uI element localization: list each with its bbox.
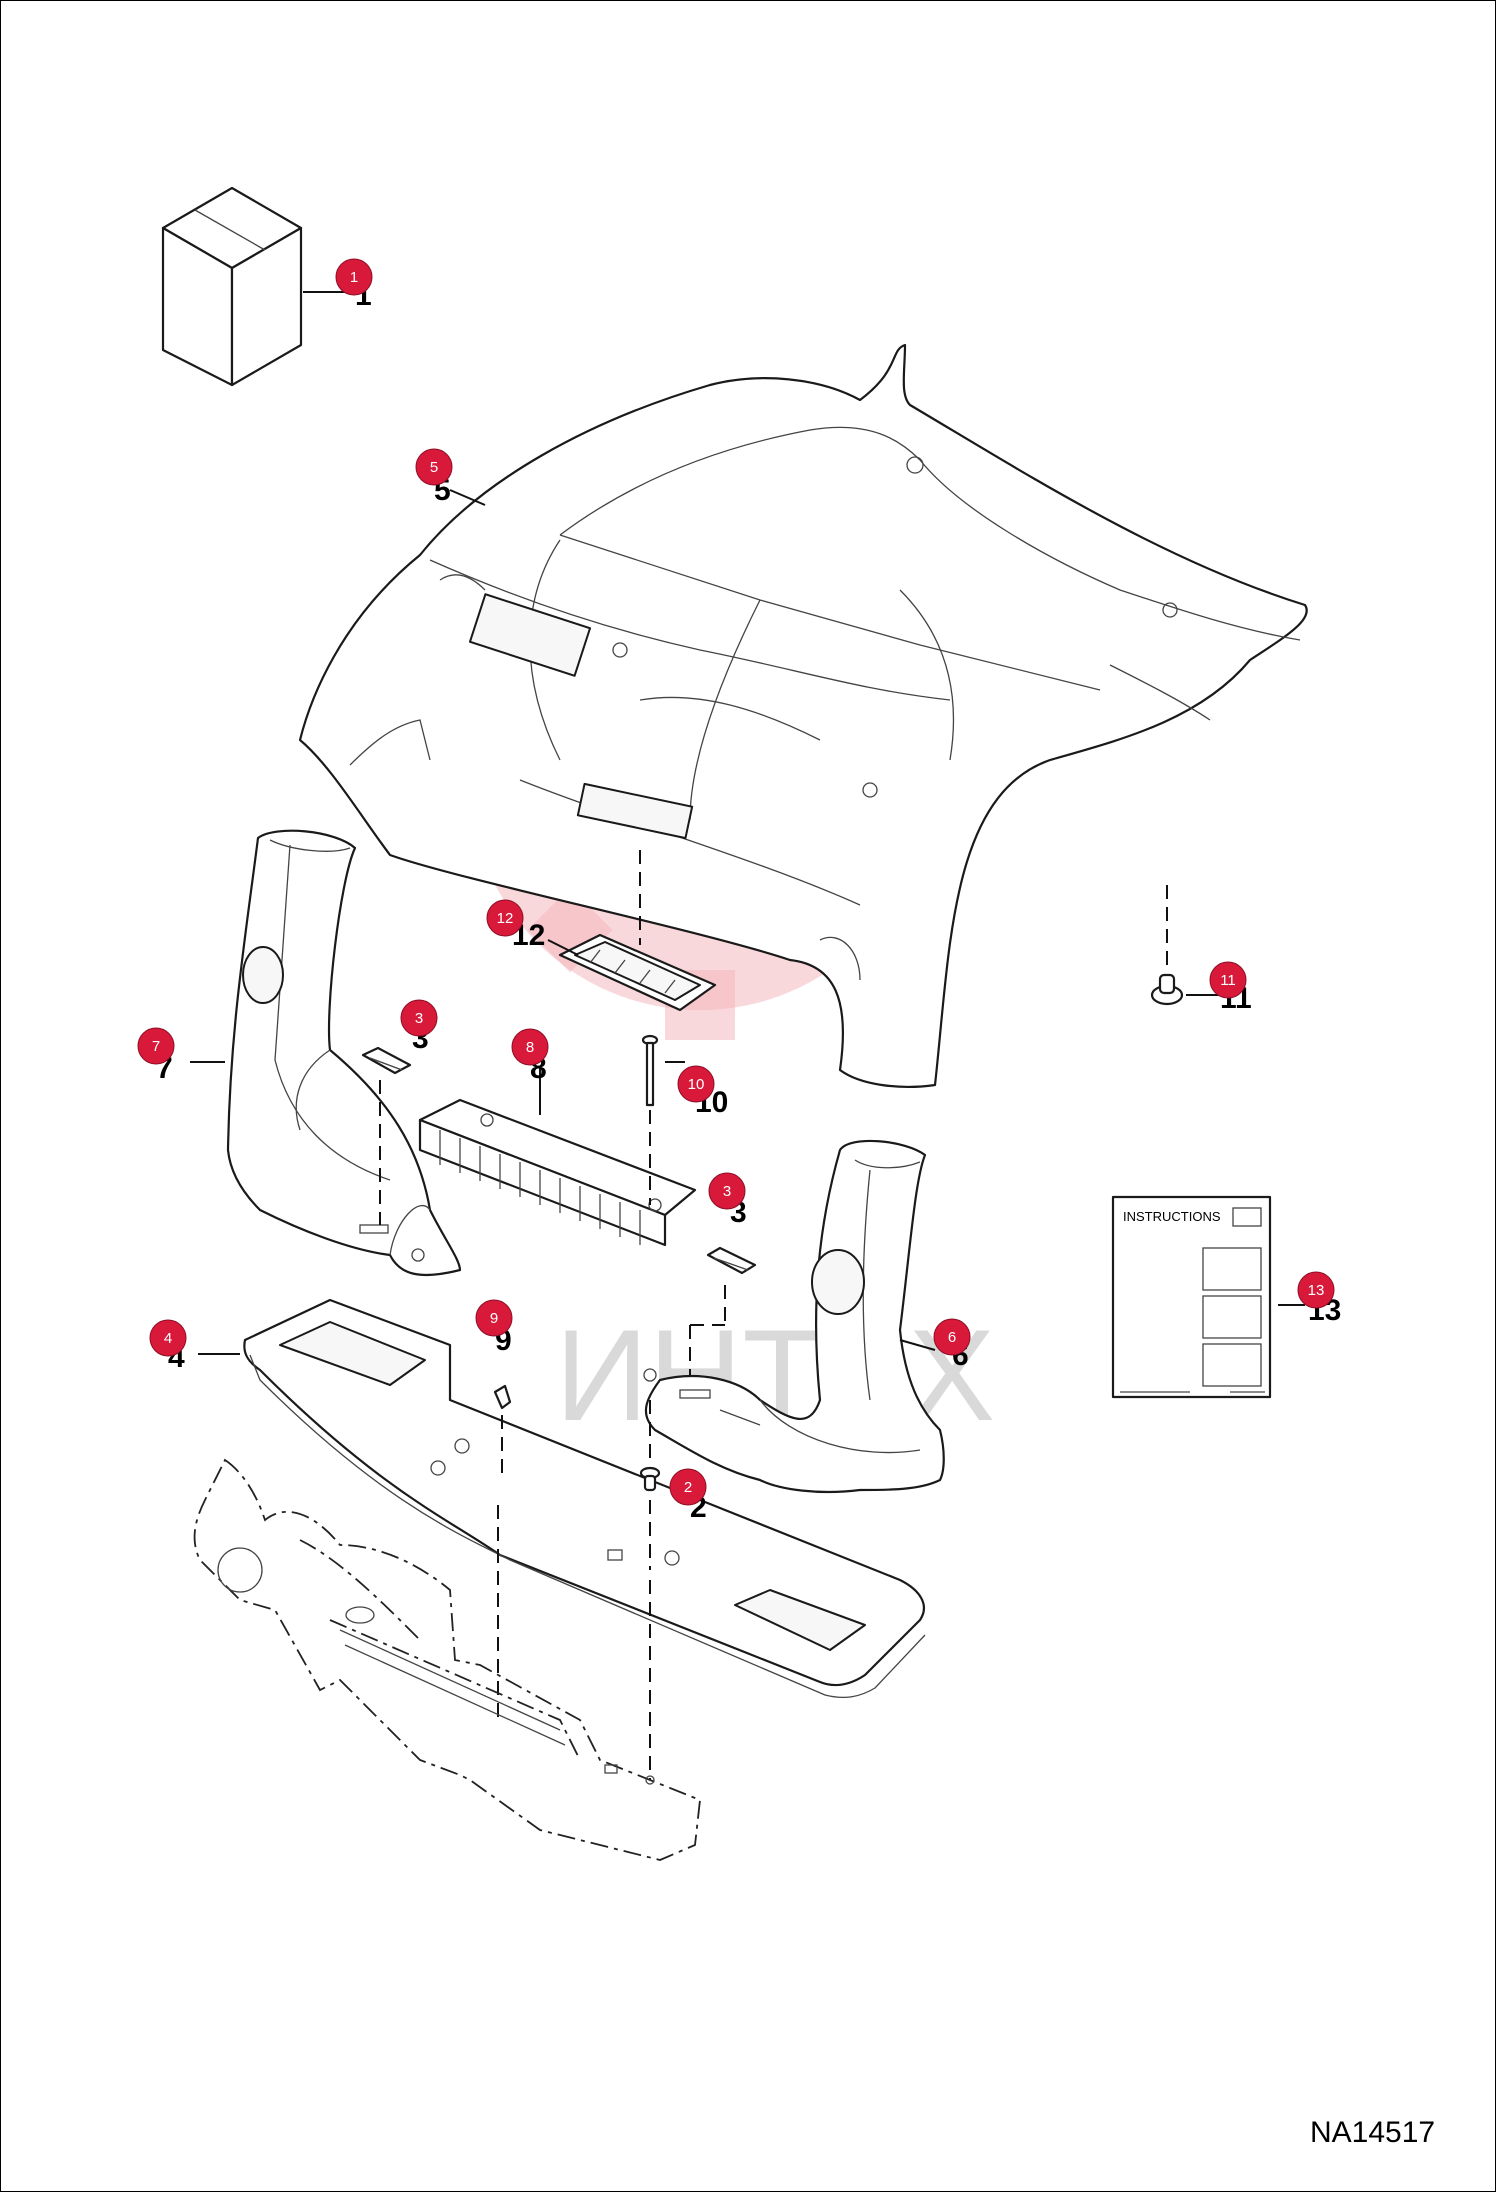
grille-panel [418, 1098, 697, 1247]
retainer-clip-upper [361, 1046, 412, 1075]
svg-text:6: 6 [948, 1329, 956, 1346]
headliner [298, 343, 1308, 1088]
callout-13: 13 13 [1297, 1271, 1341, 1327]
callout-5: 5 5 [415, 448, 453, 507]
svg-text:10: 10 [688, 1076, 705, 1093]
callout-9: 9 9 [475, 1299, 513, 1357]
svg-text:7: 7 [152, 1038, 160, 1055]
callout-6: 6 6 [933, 1318, 971, 1372]
svg-text:2: 2 [684, 1479, 692, 1496]
leader-5 [449, 489, 486, 506]
push-clip [1150, 973, 1184, 1006]
right-pillar-trim [643, 1139, 945, 1494]
kit-box [161, 186, 303, 387]
svg-text:13: 13 [1308, 1282, 1325, 1299]
callout-4: 4 4 [149, 1319, 187, 1374]
instruction-manual [1111, 1195, 1272, 1399]
callout-1: 1 1 [335, 258, 373, 312]
svg-text:5: 5 [430, 459, 438, 476]
callout-3-upper: 3 3 [400, 999, 438, 1055]
screw [641, 1034, 659, 1107]
push-rivet [639, 1466, 661, 1492]
leader-6 [899, 1339, 936, 1351]
svg-text:3: 3 [415, 1010, 423, 1027]
svg-text:11: 11 [1220, 972, 1236, 989]
callout-10: 10 10 [677, 1065, 728, 1119]
svg-text:9: 9 [490, 1310, 498, 1327]
clip-nut [493, 1384, 512, 1410]
left-pillar-trim [226, 829, 462, 1277]
callout-7: 7 7 [137, 1027, 175, 1085]
svg-text:4: 4 [164, 1330, 172, 1347]
svg-text:8: 8 [526, 1039, 534, 1056]
callout-2: 2 2 [669, 1468, 707, 1524]
callout-12: 12 12 [486, 899, 545, 952]
drawing-code: NA14517 [1310, 2116, 1436, 2149]
floor-sill-panel [243, 1298, 926, 1699]
callout-3-lower: 3 3 [708, 1172, 747, 1229]
vent-grille [558, 933, 717, 1012]
leader-12 [547, 939, 579, 956]
callout-11: 11 11 [1209, 961, 1252, 1015]
retainer-clip-lower [706, 1246, 757, 1275]
svg-text:12: 12 [497, 910, 514, 927]
callout-8: 8 8 [511, 1028, 549, 1085]
svg-text:3: 3 [723, 1183, 731, 1200]
cab-floor-reference [193, 1458, 701, 1861]
svg-text:1: 1 [350, 269, 358, 286]
instructions-label: INSTRUCTIONS [1123, 1209, 1221, 1224]
